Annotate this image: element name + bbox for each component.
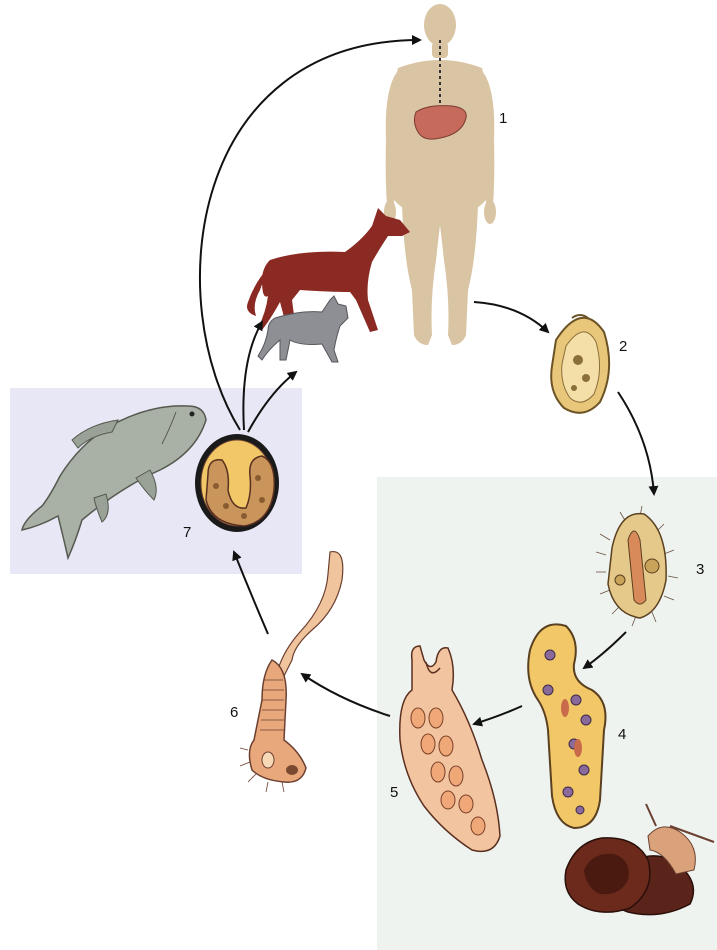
cercaria-icon xyxy=(240,552,343,792)
stage-label-7: 7 xyxy=(183,524,191,541)
stage-label-2: 2 xyxy=(619,338,627,355)
stage-label-5: 5 xyxy=(390,784,398,801)
egg-icon xyxy=(551,315,609,413)
stage-label-4: 4 xyxy=(618,726,626,743)
human-figure-icon xyxy=(384,4,496,345)
stage-label-6: 6 xyxy=(230,704,238,721)
arrow-redia-to-cercaria xyxy=(302,674,390,716)
arrow-human-to-egg xyxy=(474,302,548,332)
stage-label-3: 3 xyxy=(696,561,704,578)
metacercaria-icon xyxy=(195,434,279,532)
stage-label-1: 1 xyxy=(499,110,507,127)
